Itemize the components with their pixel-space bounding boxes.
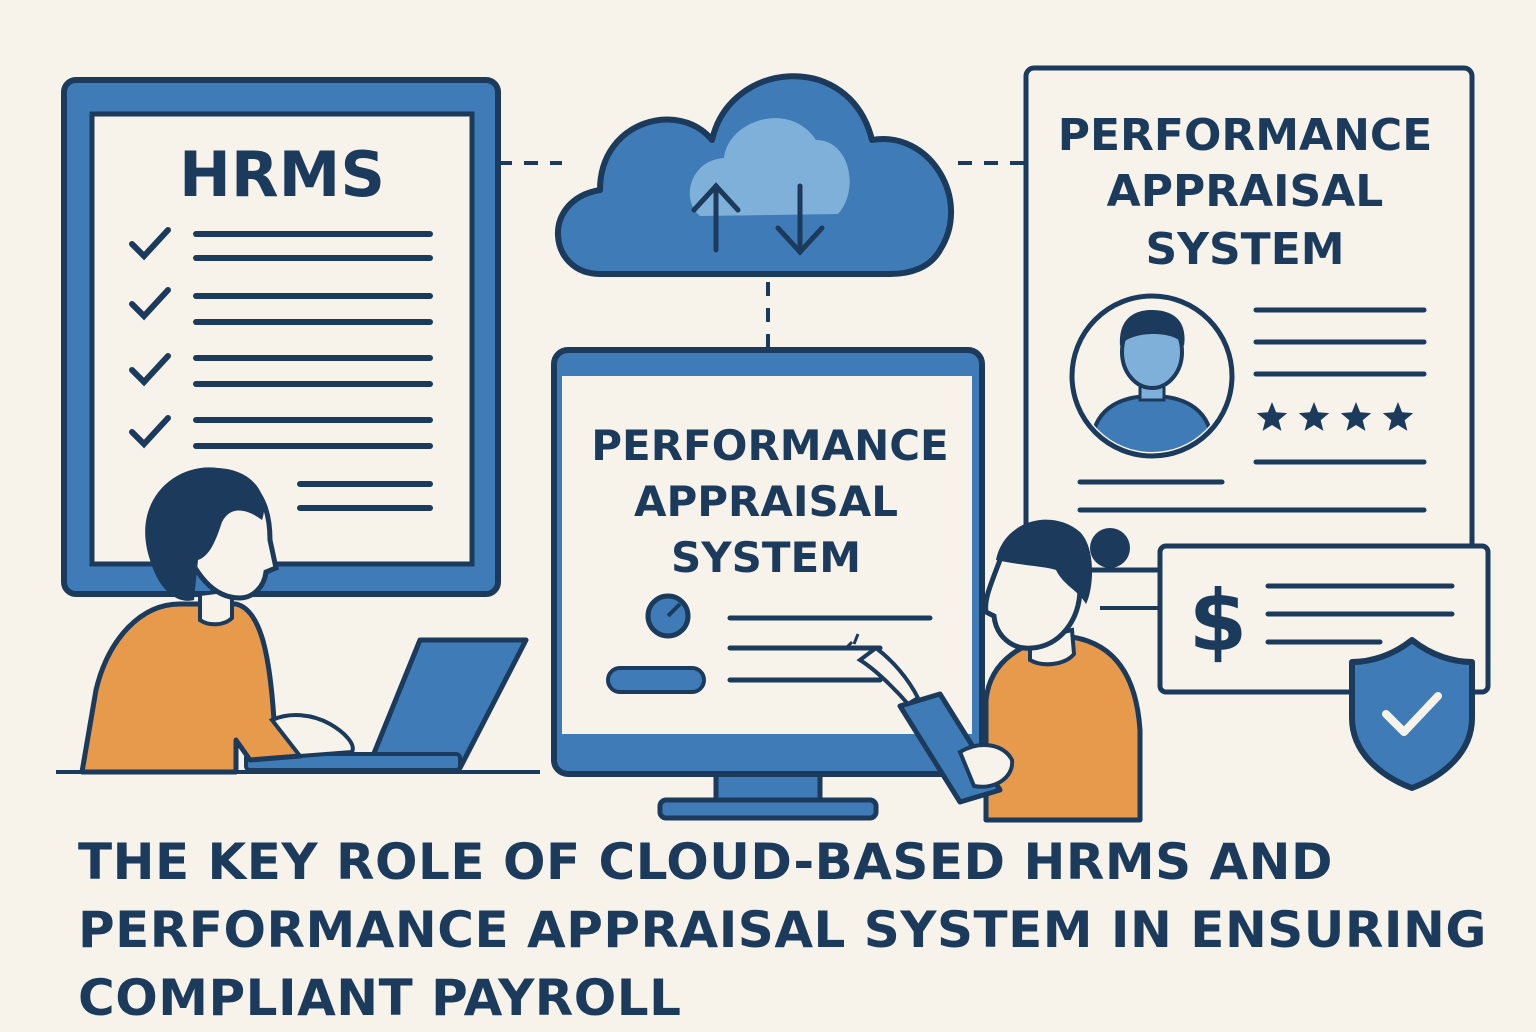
hr-employee-figure	[79, 467, 355, 775]
star-icon	[1340, 402, 1372, 431]
hrms-title: HRMS	[179, 138, 385, 211]
star-icon	[1256, 402, 1288, 431]
headline-line-3: COMPLIANT PAYROLL	[78, 969, 682, 1027]
star-icon	[1382, 402, 1414, 431]
hrms-checklist	[129, 227, 433, 511]
appraisal-document-title-line-1: PERFORMANCE	[1058, 110, 1433, 161]
check-icon	[129, 287, 171, 321]
headline: THE KEY ROLE OF CLOUD-BASED HRMS AND PER…	[78, 828, 1518, 1032]
connector-lines	[498, 161, 1026, 352]
hrms-monitor: HRMS	[61, 77, 501, 597]
appraisal-document-title-line-3: SYSTEM	[1145, 224, 1344, 275]
manager-figure	[844, 519, 1143, 823]
cloud-sync-icon	[555, 73, 954, 277]
check-icon	[129, 227, 171, 261]
employee-avatar-icon	[1069, 293, 1235, 459]
headline-line-1: THE KEY ROLE OF CLOUD-BASED HRMS AND	[78, 833, 1334, 891]
check-icon	[129, 415, 171, 449]
center-monitor-title-line-3: SYSTEM	[671, 533, 861, 582]
check-icon	[129, 353, 171, 387]
dollar-icon: $	[1189, 572, 1247, 670]
star-icon	[1298, 402, 1330, 431]
appraisal-document-title-line-2: APPRAISAL	[1107, 166, 1384, 217]
center-monitor: PERFORMANCE APPRAISAL SYSTEM	[551, 347, 985, 821]
rating-stars	[1256, 402, 1414, 431]
center-monitor-title-line-1: PERFORMANCE	[591, 421, 949, 470]
gauge-icon	[645, 593, 691, 639]
headline-line-2: PERFORMANCE APPRAISAL SYSTEM IN ENSURING	[78, 901, 1487, 959]
compliance-shield-icon	[1349, 637, 1475, 791]
center-monitor-title-line-2: APPRAISAL	[634, 477, 898, 526]
appraisal-document: PERFORMANCE APPRAISAL SYSTEM	[1023, 65, 1475, 573]
sync-arrows-icon	[691, 182, 825, 256]
